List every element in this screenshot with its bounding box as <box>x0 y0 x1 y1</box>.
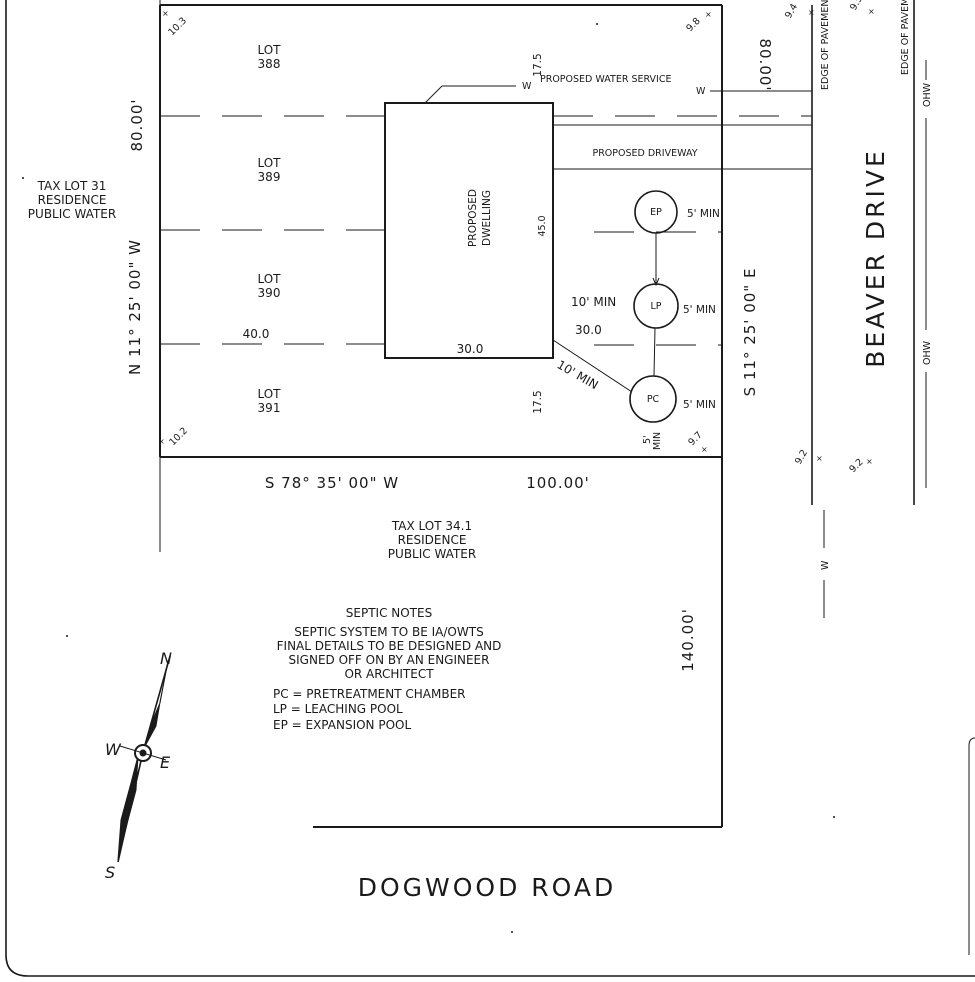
ohw-label-2: OHW <box>922 340 933 365</box>
tax-lot-34-1-line-2: RESIDENCE <box>398 533 467 547</box>
lp-label: LP <box>650 301 661 312</box>
water-service-label: PROPOSED WATER SERVICE <box>540 74 672 85</box>
ep-offset: 5' MIN <box>687 208 720 220</box>
ep-label: EP <box>650 207 662 218</box>
west-bearing: N 11° 25' 00" W <box>126 239 144 375</box>
elevation-road-3: 9.2 <box>793 448 810 467</box>
svg-text:×: × <box>705 10 712 19</box>
legend-lp: LP = LEACHING POOL <box>273 702 403 716</box>
elevation-nw: 10.3 <box>166 15 189 38</box>
lp-offset: 5' MIN <box>683 304 716 316</box>
property-boundary <box>159 4 723 458</box>
tax-lot-31-line-1: TAX LOT 31 <box>37 179 107 193</box>
compass-s: S <box>105 863 115 882</box>
tax-lot-34-1-line-3: PUBLIC WATER <box>388 547 476 561</box>
notes-body-3: SIGNED OFF ON BY AN ENGINEER <box>289 653 490 667</box>
elevation-road-4: 9.2 <box>847 457 865 475</box>
lot-388-label: LOT <box>257 43 281 57</box>
title-block-edge <box>968 737 975 955</box>
svg-text:×: × <box>866 457 873 466</box>
notes-body-1: SEPTIC SYSTEM TO BE IA/OWTS <box>294 625 483 639</box>
north-arrow <box>117 655 171 863</box>
proposed-dwelling <box>384 102 554 359</box>
sheet-border <box>5 0 975 977</box>
svg-text:×: × <box>868 7 875 16</box>
svg-text:×: × <box>158 437 165 446</box>
driveway-label: PROPOSED DRIVEWAY <box>592 148 697 159</box>
water-service-line-left <box>424 85 443 104</box>
ohw-label-1: OHW <box>922 82 933 107</box>
lot-390-label: LOT <box>257 272 281 286</box>
notes-body-4: OR ARCHITECT <box>344 667 434 681</box>
south-distance: 100.00' <box>526 474 590 492</box>
pc-south-offset-2: MIN <box>652 432 663 450</box>
water-marker-2: W <box>696 86 706 97</box>
house-depth-dimension: 45.0 <box>537 215 548 236</box>
lot-389-number: 389 <box>258 170 281 184</box>
legend-pc: PC = PRETREATMENT CHAMBER <box>273 687 466 701</box>
water-main-marker: W <box>820 560 831 570</box>
lot-391-number: 391 <box>258 401 281 415</box>
notes-title: SEPTIC NOTES <box>346 606 432 620</box>
dogwood-road-label: DOGWOOD ROAD <box>358 873 617 902</box>
scan-specks <box>22 23 835 933</box>
elevation-road-2: 9.5 <box>848 0 865 12</box>
legend-ep: EP = EXPANSION POOL <box>273 718 411 732</box>
lot-389-label: LOT <box>257 156 281 170</box>
compass-e: E <box>160 753 171 772</box>
svg-text:×: × <box>162 9 169 18</box>
pc-label: PC <box>647 394 660 405</box>
lp-house-offset: 10' MIN <box>571 295 616 309</box>
pipe-house-pc <box>552 339 633 393</box>
edge-of-pavement-label-west: EDGE OF PAVEMENT <box>820 0 831 90</box>
svg-text:×: × <box>816 454 823 463</box>
west-distance: 80.00' <box>128 98 146 151</box>
lot-391-label: LOT <box>257 387 281 401</box>
elevation-road-1: 9.4 <box>783 2 800 21</box>
edge-of-pavement-label-east: EDGE OF PAVEMENT <box>900 0 911 75</box>
water-marker-1: W <box>522 81 532 92</box>
east-bearing: S 11° 25' 00" E <box>741 268 759 397</box>
elevation-sw: 10.2 <box>167 425 190 448</box>
compass-w: W <box>105 740 122 759</box>
rear-setback-dimension: 17.5 <box>532 390 544 413</box>
pc-south-offset-1: 5' <box>642 435 653 444</box>
pipe-lp-pc <box>653 327 656 377</box>
beaver-drive-label: BEAVER DRIVE <box>861 148 890 368</box>
pc-house-offset: 10' MIN <box>555 357 601 392</box>
tax-lot-31-line-2: RESIDENCE <box>38 193 107 207</box>
compass-n: N <box>160 649 172 668</box>
pc-offset: 5' MIN <box>683 399 716 411</box>
septic-offset-dimension: 30.0 <box>575 323 602 337</box>
elevation-ne: 9.8 <box>684 16 702 34</box>
flow-arrow <box>652 277 660 287</box>
side-setback-dimension: 40.0 <box>243 327 270 341</box>
lot-390-number: 390 <box>258 286 281 300</box>
south-bearing: S 78° 35' 00" W <box>265 474 399 492</box>
east-extension-distance: 140.00' <box>679 608 697 672</box>
east-distance: 80.00' <box>756 38 774 91</box>
dwelling-label-2: DWELLING <box>481 190 493 246</box>
front-setback-dimension: 17.5 <box>532 53 544 76</box>
tax-lot-31-line-3: PUBLIC WATER <box>28 207 116 221</box>
svg-text:×: × <box>701 445 708 454</box>
lot-388-number: 388 <box>258 57 281 71</box>
dwelling-label-1: PROPOSED <box>467 189 479 247</box>
house-width-dimension: 30.0 <box>457 342 484 356</box>
notes-body-2: FINAL DETAILS TO BE DESIGNED AND <box>277 639 502 653</box>
tax-lot-34-1-line-1: TAX LOT 34.1 <box>391 519 472 533</box>
pretreatment-chamber <box>629 375 677 423</box>
